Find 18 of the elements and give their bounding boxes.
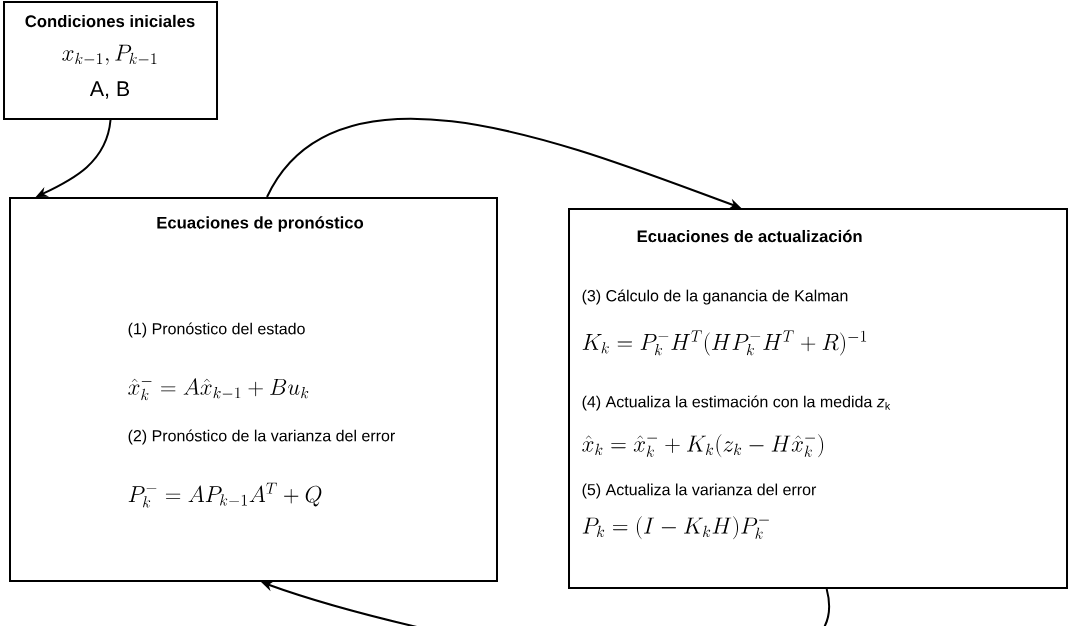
box-heading: Ecuaciones de pronóstico — [157, 216, 364, 232]
step-text: A, B — [89, 81, 130, 99]
step-text: (1) Pronóstico del estado — [128, 322, 305, 338]
equation: $\hat{x}_k^- = A\hat{x}_{k-1} + Bu_k$ — [128, 378, 309, 401]
process-box — [9, 197, 498, 582]
equation: $K_k = P_k^- H^T (HP_k^- H^T + R)^{-1}$ — [582, 330, 867, 356]
process-box — [3, 1, 218, 120]
step-text: (5) Actualiza la varianza del error — [582, 483, 817, 499]
step-text: (2) Pronóstico de la varianza del error — [128, 429, 395, 445]
step-text: (3) Cálculo de la ganancia de Kalman — [582, 289, 848, 305]
equation: $x_{k-1}, P_{k-1}$ — [62, 44, 157, 65]
box-heading: Ecuaciones de actualización — [637, 229, 862, 243]
equation: $P_k^- = AP_{k-1}A^T + Q$ — [128, 482, 322, 508]
step-text: (4) Actualiza la estimación con la medida z$_{k}$ — [582, 395, 891, 411]
process-box — [568, 208, 1068, 589]
equation: $P_k = (I - K_k H)P_k^-$ — [582, 516, 769, 540]
box-heading: Condiciones iniciales — [25, 14, 195, 28]
equation: $\hat{x}_k = \hat{x}_k^- + K_k(z_k - H\hat{x}_k^-)$ — [582, 434, 824, 458]
